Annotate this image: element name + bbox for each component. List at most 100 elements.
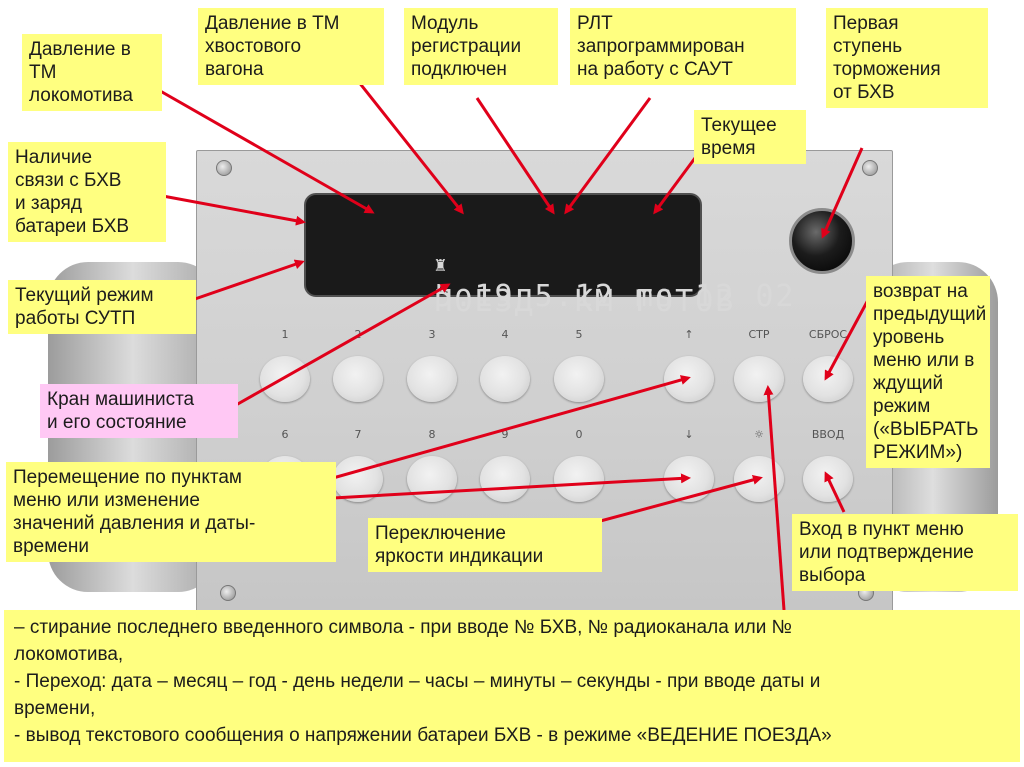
label-line: запрограммирован: [577, 36, 745, 57]
label-first-stage: Первая ступень торможения от БХВ: [826, 8, 988, 108]
label-line: от БХВ: [833, 82, 895, 103]
label-line: локомотива: [29, 85, 133, 106]
label-reg-module: Модуль регистрации подключен: [404, 8, 558, 85]
label-line: Перемещение по пунктам: [13, 467, 242, 488]
label-enter: Вход в пункт меню или подтверждение выбо…: [792, 514, 1018, 591]
label-pressure-tail: Давление в ТМ хвостового вагона: [198, 8, 384, 85]
label-crane: Кран машиниста и его состояние: [40, 384, 238, 438]
screw-icon: [220, 585, 236, 601]
label-line: Модуль: [411, 13, 479, 34]
label-line: - вывод текстового сообщения о напряжени…: [14, 725, 832, 746]
lcd-row-1: ♜ 5.19 5.12 ms 12 02: [314, 209, 793, 349]
antenna-icon: ♜: [434, 252, 449, 276]
keypad-button-top-1[interactable]: [260, 356, 310, 402]
label-line: меню или в: [873, 350, 975, 371]
screw-icon: [862, 160, 878, 176]
label-line: торможения: [833, 59, 941, 80]
label-line: Вход в пункт меню: [799, 519, 964, 540]
label-line: и заряд: [15, 193, 82, 214]
label-line: Давление в ТМ: [205, 13, 340, 34]
label-line: выбора: [799, 565, 866, 586]
label-line: ступень: [833, 36, 903, 57]
label-line: возврат на: [873, 281, 968, 302]
label-back: возврат на предыдущий уровень меню или в…: [866, 276, 990, 468]
label-rlt: РЛТ запрограммирован на работу с САУТ: [570, 8, 796, 85]
label-line: РЛТ: [577, 13, 613, 34]
label-line: батареи БХВ: [15, 216, 130, 237]
arrow-reg-module: [475, 97, 555, 215]
label-line: («ВЫБРАТЬ: [873, 419, 979, 440]
keypad-button-bottom-5[interactable]: [554, 456, 604, 502]
arrow-crane: [235, 283, 451, 407]
keypad-label-bottom-6: ↓: [684, 428, 694, 441]
arrow-enter: [824, 471, 846, 513]
label-line: значений давления и даты-: [13, 513, 256, 534]
keypad-label-top-7: СТР: [748, 328, 770, 341]
arrow-pressure-loco: [154, 86, 375, 214]
label-line: хвостового: [205, 36, 302, 57]
label-line: Переключение: [375, 523, 506, 544]
label-line: Наличие: [15, 147, 93, 168]
keypad-label-bottom-4: 9: [501, 428, 509, 441]
label-current-time: Текущее время: [694, 110, 806, 164]
label-line: времени: [13, 536, 89, 557]
label-link-bhv: Наличие связи с БХВ и заряд батареи БХВ: [8, 142, 166, 242]
keypad-label-top-8: СБРОС: [808, 328, 848, 341]
label-line: яркости индикации: [375, 546, 544, 567]
label-pressure-loco: Давление в ТМ локомотива: [22, 34, 162, 111]
arrow-mode: [191, 259, 305, 302]
label-brightness: Переключение яркости индикации: [368, 518, 602, 572]
label-bottom-note: – стирание последнего введенного символа…: [4, 610, 1020, 762]
keypad-button-top-7[interactable]: [734, 356, 784, 402]
keypad-button-top-4[interactable]: [480, 356, 530, 402]
keypad-label-bottom-2: 7: [354, 428, 362, 441]
brake-indicator-lamp: [789, 208, 855, 274]
lcd-row-2: ПОЕЗД КМ ГОТОВ: [314, 249, 733, 354]
lcd-row-1-text: 5.19 5.12 ms 12 02: [434, 279, 796, 314]
keypad-button-bottom-4[interactable]: [480, 456, 530, 502]
label-line: РЕЖИМ»): [873, 442, 963, 463]
arrow-link-bhv: [151, 192, 306, 226]
arrow-first-stage: [821, 147, 864, 239]
label-line: ТМ: [29, 62, 57, 83]
keypad-button-top-5[interactable]: [554, 356, 604, 402]
label-line: режим: [873, 396, 931, 417]
label-line: связи с БХВ: [15, 170, 122, 191]
label-line: локомотива,: [14, 644, 124, 665]
label-line: и его состояние: [47, 412, 187, 433]
screw-icon: [216, 160, 232, 176]
label-line: - Переход: дата – месяц – год - день нед…: [14, 671, 821, 692]
label-line: регистрации: [411, 36, 522, 57]
label-line: на работу с САУТ: [577, 59, 733, 80]
arrow-back: [824, 299, 870, 381]
keypad-label-bottom-7: ☼: [754, 428, 764, 441]
keypad-label-bottom-3: 8: [428, 428, 436, 441]
arrow-rlt: [564, 97, 652, 215]
keypad-label-bottom-8: ВВОД: [811, 428, 845, 441]
label-line: уровень: [873, 327, 945, 348]
label-line: подключен: [411, 59, 507, 80]
label-line: Текущий режим: [15, 285, 154, 306]
label-line: меню или изменение: [13, 490, 200, 511]
label-line: времени,: [14, 698, 96, 719]
lcd-row-2-text: ПОЕЗД КМ ГОТОВ: [434, 284, 736, 319]
keypad-button-top-3[interactable]: [407, 356, 457, 402]
label-navigation: Перемещение по пунктам меню или изменени…: [6, 462, 336, 562]
label-line: – стирание последнего введенного символа…: [14, 617, 793, 638]
keypad-label-top-5: 5: [575, 328, 583, 341]
label-line: предыдущий: [873, 304, 987, 325]
label-mode: Текущий режим работы СУТП: [8, 280, 196, 334]
keypad-label-top-3: 3: [428, 328, 436, 341]
arrow-bottom-note: [763, 385, 786, 611]
label-line: ждущий: [873, 373, 944, 394]
label-line: Текущее: [701, 115, 777, 136]
lcd-display: ♜ 5.19 5.12 ms 12 02 ПОЕЗД КМ ГОТОВ: [304, 193, 793, 319]
keypad-label-top-4: 4: [501, 328, 509, 341]
label-line: работы СУТП: [15, 308, 136, 329]
label-line: Давление в: [29, 39, 131, 60]
label-line: время: [701, 138, 756, 159]
arrow-current-time: [653, 157, 697, 215]
keypad-label-top-1: 1: [281, 328, 289, 341]
keypad-button-top-2[interactable]: [333, 356, 383, 402]
